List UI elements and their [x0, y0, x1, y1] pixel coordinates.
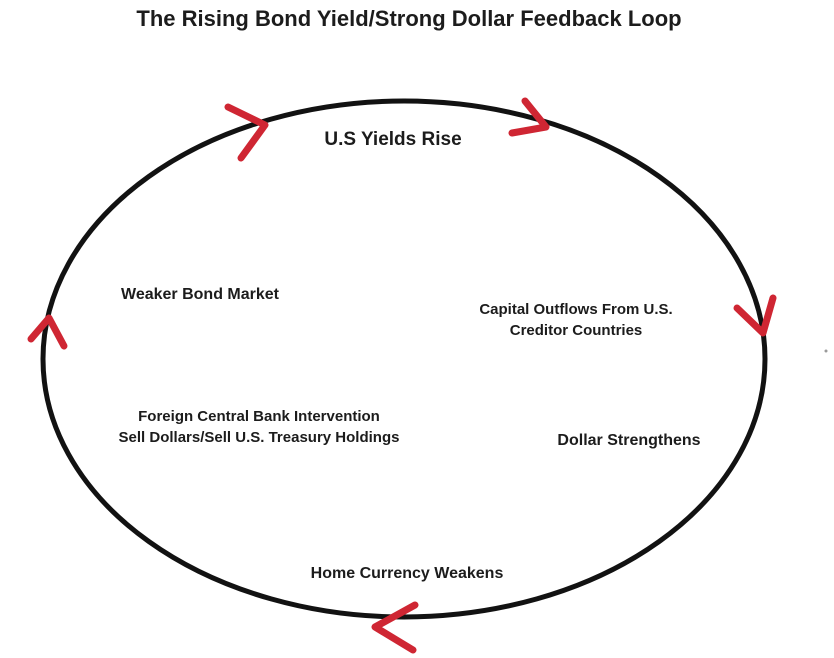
diagram-title: The Rising Bond Yield/Strong Dollar Feed…: [136, 6, 682, 31]
flow-top-left-chevron-right-icon: [224, 103, 269, 162]
node-foreign-intervention-line2: Sell Dollars/Sell U.S. Treasury Holdings: [118, 429, 400, 446]
node-us-yields-rise: U.S Yields Rise: [324, 129, 462, 150]
flow-right-chevron-down-icon: [733, 294, 777, 337]
flow-top-right-chevron-right-icon: [508, 97, 550, 137]
stray-dot: [824, 349, 828, 353]
node-home-currency-weakens: Home Currency Weakens: [310, 565, 504, 582]
node-capital-outflows-line2: Creditor Countries: [509, 322, 643, 339]
node-dollar-strengthens: Dollar Strengthens: [557, 432, 701, 449]
flow-bottom-chevron-left-icon: [371, 601, 419, 654]
node-foreign-central-bank-intervention: Foreign Central Bank Intervention Sell D…: [119, 406, 400, 448]
node-capital-outflows-line1: Capital Outflows From U.S.: [479, 301, 673, 318]
loop-ellipse: [40, 98, 768, 620]
node-foreign-intervention-line1: Foreign Central Bank Intervention: [138, 408, 380, 425]
node-weaker-bond-market: Weaker Bond Market: [121, 286, 279, 303]
flow-left-chevron-up-icon: [27, 314, 68, 350]
node-capital-outflows: Capital Outflows From U.S. Creditor Coun…: [479, 299, 672, 341]
